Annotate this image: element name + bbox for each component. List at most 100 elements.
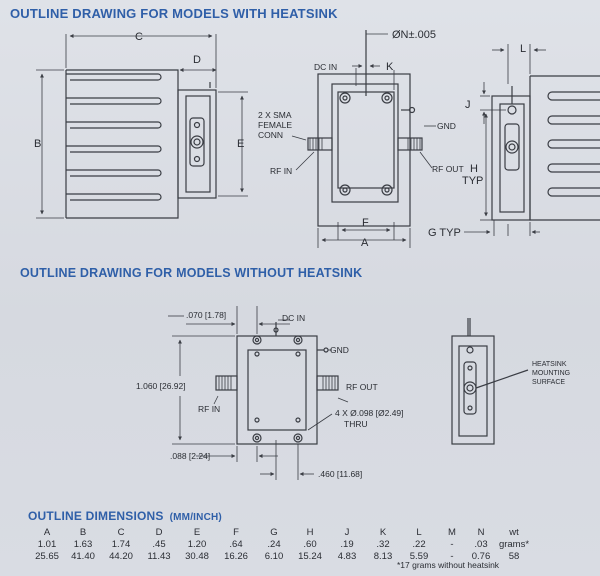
dim-h-typ-label: TYP [462,175,483,187]
dim-cell-inch-9: .32 [376,538,390,550]
dim-c-label: C [135,31,143,43]
dim-cell-headers-12: N [477,526,485,538]
dim-cell-headers-13: wt [509,526,519,538]
sma-label-line-3: CONN [258,130,283,140]
mid-dc-in-label: DC IN [282,313,305,323]
dim-cell-inch-0: 1.01 [37,538,57,550]
sma-label-line-1: 2 X SMA [258,110,292,120]
dim-cell-headers-10: L [416,526,422,538]
dim-cell-inch-11: - [450,538,454,550]
dim-f-label: F [362,217,369,229]
dim-cell-inch-10: .22 [412,538,426,550]
heading-with-heatsink: OUTLINE DRAWING FOR MODELS WITH HEATSINK [10,6,338,21]
dim-cell-mm-0: 25.65 [35,550,59,562]
dim-cell-mm-11: - [450,550,454,562]
dimension-lines-top-left [36,34,248,219]
dim-cell-inch-1: 1.63 [73,538,93,550]
dim-n-label: ØN±.005 [392,29,436,41]
dim-cell-inch-3: .45 [152,538,166,550]
heading-without-heatsink: OUTLINE DRAWING FOR MODELS WITHOUT HEATS… [20,266,363,280]
dim-cell-mm-2: 44.20 [109,550,133,562]
dim-cell-mm-4: 30.48 [185,550,209,562]
dim-088-label: .088 [2.24] [170,451,210,461]
amplifier-top-view [215,322,339,445]
dim-460-label: .460 [11.68] [318,469,362,479]
sma-label-line-2: FEMALE [258,120,292,130]
weight-footnote: *17 grams without heatsink [397,560,500,570]
dim-cell-headers-1: B [79,526,87,538]
gnd-label: GND [437,121,456,131]
rf-in-label: RF IN [270,166,292,176]
sma-connector-left [309,138,323,150]
dim-cell-mm-5: 16.26 [224,550,248,562]
dimensions-inch-row: 1.01 1.63 1.74 .45 1.20 .64 .24 .60 .19 .32 .22 - .0… [30,538,532,550]
heatsink-label-line-1: HEATSINK [532,361,567,368]
mid-rf-in-label: RF IN [198,404,220,414]
dim-cell-headers-8: J [344,526,350,538]
dim-a-label: A [361,237,369,249]
dim-g-typ-label: G TYP [428,227,461,239]
rf-out-label: RF OUT [432,164,464,174]
dim-cell-mm-12: 0.76 [471,550,491,562]
dimensions-mm-row: 25.65 41.40 44.20 11.43 30.48 16.26 6.10 15.24 4… [30,550,532,562]
dim-k-label: K [386,61,394,73]
dim-cell-mm-9: 8.13 [373,550,393,562]
dim-d-label: D [193,54,201,66]
rf-connector-ridges [218,376,336,390]
mid-rf-out-label: RF OUT [346,382,378,392]
dim-cell-headers-5: F [233,526,239,538]
dim-cell-mm-6: 6.10 [264,550,284,562]
dim-cell-inch-8: .19 [340,538,354,550]
dimensions-unit: (MM/INCH) [169,512,222,523]
heatsink-end-view [491,75,600,221]
dim-cell-mm-13: 58 [508,550,520,562]
dim-cell-headers-4: E [193,526,201,538]
dimensions-title: OUTLINE DIMENSIONS [28,509,164,523]
dim-cell-headers-3: D [155,526,163,538]
dim-cell-headers-0: A [43,526,51,538]
heatsink-label-line-2: MOUNTING [532,370,570,377]
holes-label-line-2: THRU [344,419,368,429]
dim-l-label: L [520,43,526,55]
dim-cell-mm-10: 5.59 [409,550,429,562]
dim-cell-inch-5: .64 [229,538,243,550]
dim-cell-inch-12: .03 [474,538,488,550]
heatsink-top-view [307,30,423,227]
mid-gnd-label: GND [330,345,349,355]
sma-connector-right [407,138,421,150]
dim-cell-headers-11: M [448,526,456,538]
heatsink-label-line-3: SURFACE [532,379,565,386]
heatsink-fins [65,70,162,218]
dim-cell-headers-9: K [379,526,387,538]
dim-b-label: B [34,138,41,150]
dim-cell-mm-8: 4.83 [337,550,357,562]
dim-cell-inch-6: .24 [267,538,281,550]
heatsink-side-view [65,69,217,219]
dim-cell-mm-1: 41.40 [71,550,95,562]
dim-j-label: J [465,99,471,111]
dim-070-label: .070 [1.78] [186,310,226,320]
dim-h-label: H [470,163,478,175]
dim-cell-headers-2: C [117,526,125,538]
dim-cell-headers-7: H [306,526,314,538]
dim-1060-label: 1.060 [26.92] [136,381,186,391]
heading-outline-dimensions: OUTLINE DIMENSIONS (MM/INCH) [28,509,222,523]
dim-cell-inch-4: 1.20 [187,538,207,550]
dim-cell-headers-6: G [270,526,278,538]
dim-cell-inch-7: .60 [303,538,317,550]
dim-cell-mm-7: 15.24 [298,550,322,562]
dim-e-label: E [237,138,244,150]
holes-label-line-1: 4 X Ø.098 [Ø2.49] [335,408,404,418]
dim-cell-inch-13: grams* [498,538,530,550]
amplifier-side-profile [451,318,529,445]
dim-cell-inch-2: 1.74 [111,538,131,550]
dc-in-label: DC IN [314,62,337,72]
dim-cell-mm-3: 11.43 [147,550,171,562]
dimension-lines-top-right [464,44,546,236]
dimension-lines-middle [168,306,349,480]
dimension-lines-top-middle [291,33,436,248]
